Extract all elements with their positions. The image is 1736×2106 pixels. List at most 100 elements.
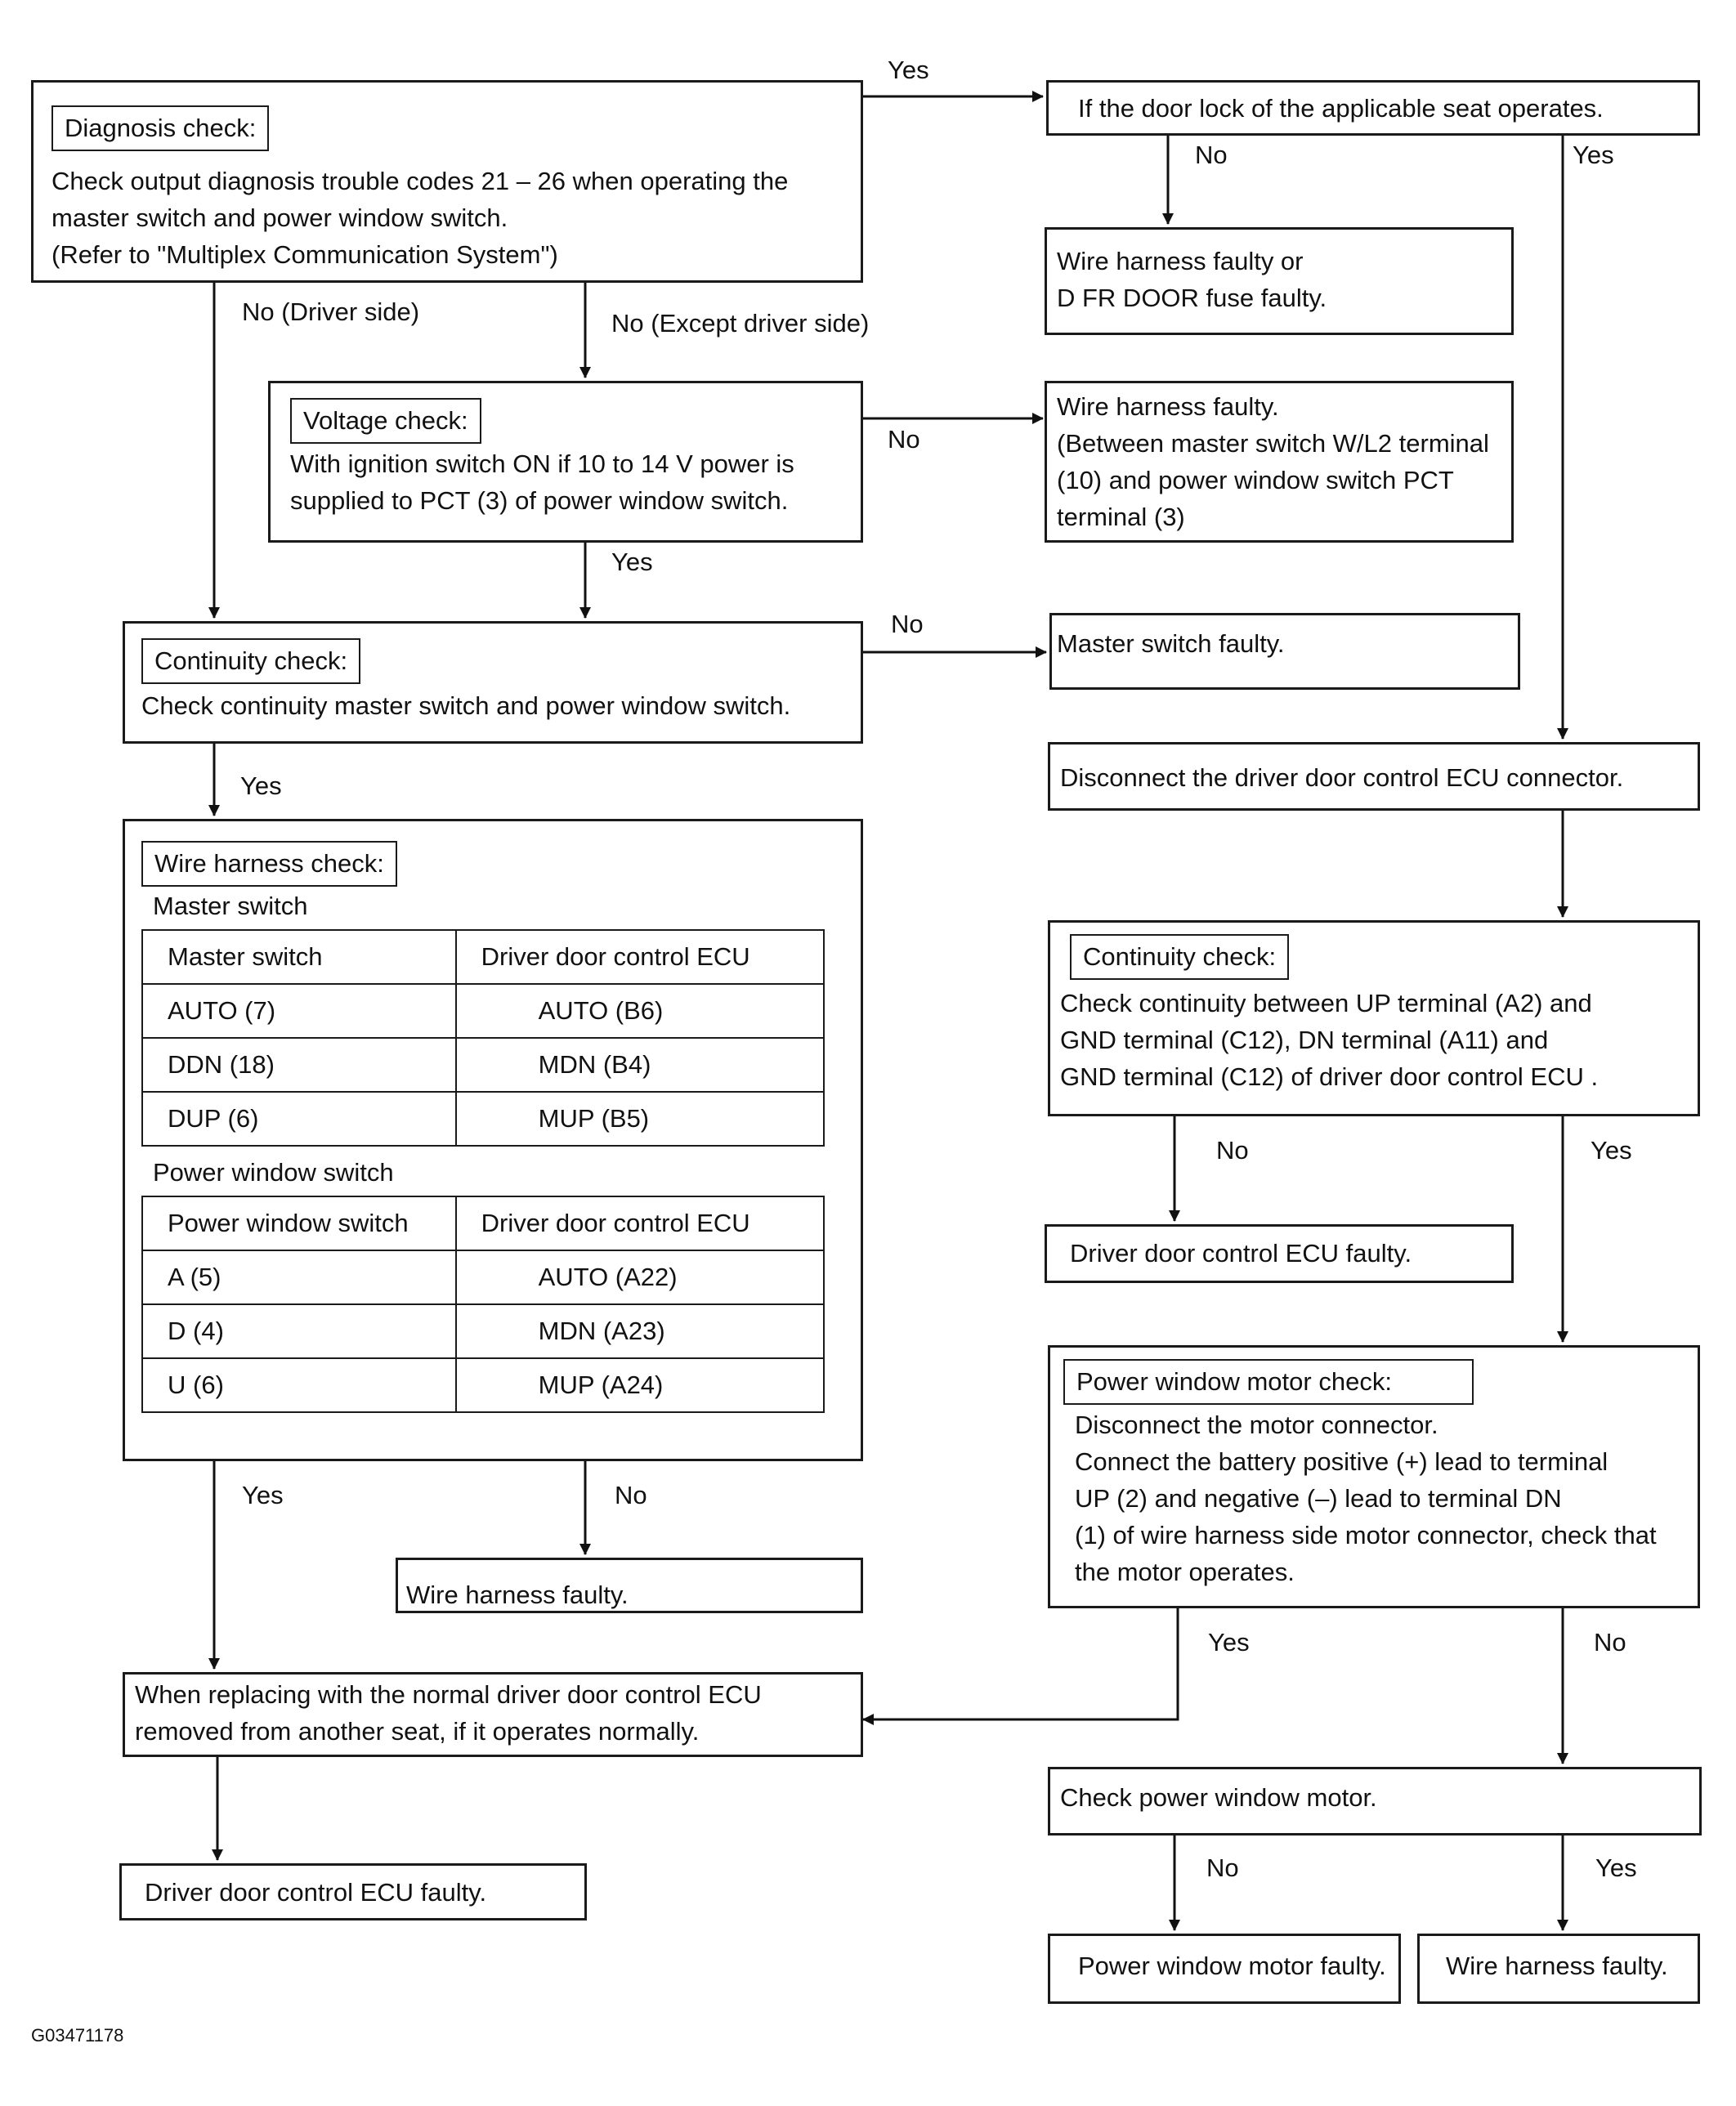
motor-check-line-3: UP (2) and negative (–) lead to terminal… xyxy=(1075,1484,1562,1513)
continuity-check-1-box: Continuity check: Check continuity maste… xyxy=(123,621,863,744)
replace-ecu-box: When replacing with the normal driver do… xyxy=(123,1672,863,1757)
door-lock-text: If the door lock of the applicable seat … xyxy=(1078,94,1604,123)
master-switch-fault-box: Master switch faulty. xyxy=(1049,613,1520,690)
fuse-fault-box: Wire harness faulty or D FR DOOR fuse fa… xyxy=(1045,227,1514,335)
pw-row-2-left: D (4) xyxy=(141,1303,457,1359)
label-no-continuity-2: No xyxy=(1216,1136,1249,1165)
voltage-check-box: Voltage check: With ignition switch ON i… xyxy=(268,381,863,543)
motor-check-title: Power window motor check: xyxy=(1063,1359,1474,1405)
voltage-check-title: Voltage check: xyxy=(290,398,481,444)
replace-ecu-line-2: removed from another seat, if it operate… xyxy=(135,1717,700,1746)
disconnect-ecu-box: Disconnect the driver door control ECU c… xyxy=(1048,742,1700,811)
diagnosis-check-title: Diagnosis check: xyxy=(51,105,270,151)
pw-row-2-right: MDN (A23) xyxy=(454,1303,825,1359)
power-window-motor-check-box: Power window motor check: Disconnect the… xyxy=(1048,1345,1700,1608)
continuity-2-line-1: Check continuity between UP terminal (A2… xyxy=(1060,989,1592,1017)
continuity-1-line-1: Check continuity master switch and power… xyxy=(141,691,791,720)
replace-ecu-line-1: When replacing with the normal driver do… xyxy=(135,1680,762,1709)
motor-check-line-1: Disconnect the motor connector. xyxy=(1075,1411,1438,1439)
motor-check-line-4: (1) of wire harness side motor connector… xyxy=(1075,1521,1657,1549)
label-yes-top: Yes xyxy=(888,56,929,84)
harness-fault-1-line-2: (Between master switch W/L2 terminal xyxy=(1057,429,1489,458)
label-no-door: No xyxy=(1195,141,1228,169)
harness-fault-1-line-4: terminal (3) xyxy=(1057,503,1185,531)
check-power-window-motor-box: Check power window motor. xyxy=(1048,1767,1702,1835)
harness-fault-1-line-3: (10) and power window switch PCT xyxy=(1057,466,1454,494)
door-lock-box: If the door lock of the applicable seat … xyxy=(1046,80,1700,136)
diagnosis-check-box: Diagnosis check: Check output diagnosis … xyxy=(31,80,863,283)
power-window-switch-table: Power window switch Driver door control … xyxy=(141,1196,825,1413)
harness-fault-2-text: Wire harness faulty. xyxy=(406,1581,629,1609)
label-yes-continuity-1: Yes xyxy=(240,771,282,800)
fuse-fault-line-2: D FR DOOR fuse faulty. xyxy=(1057,284,1327,312)
label-yes-voltage: Yes xyxy=(611,548,653,576)
label-no-except-driver: No (Except driver side) xyxy=(611,309,870,338)
ecu-fault-2-box: Driver door control ECU faulty. xyxy=(119,1863,587,1920)
pw-row-1-right: AUTO (A22) xyxy=(454,1250,825,1305)
pw-row-3-right: MUP (A24) xyxy=(454,1357,825,1413)
check-motor-text: Check power window motor. xyxy=(1060,1783,1377,1812)
continuity-check-1-title: Continuity check: xyxy=(141,638,361,684)
master-switch-table: Master switch Driver door control ECU AU… xyxy=(141,929,825,1147)
continuity-2-line-3: GND terminal (C12) of driver door contro… xyxy=(1060,1062,1599,1091)
motor-check-line-2: Connect the battery positive (+) lead to… xyxy=(1075,1447,1608,1476)
master-row-1-right: AUTO (B6) xyxy=(454,983,825,1039)
master-row-3-left: DUP (6) xyxy=(141,1091,457,1147)
ecu-fault-1-box: Driver door control ECU faulty. xyxy=(1045,1224,1514,1283)
pw-col-header-2: Driver door control ECU xyxy=(454,1196,825,1251)
harness-fault-2-box: Wire harness faulty. xyxy=(396,1558,863,1613)
power-window-switch-heading: Power window switch xyxy=(153,1158,394,1187)
pw-col-header-1: Power window switch xyxy=(141,1196,457,1251)
master-col-header-2: Driver door control ECU xyxy=(454,929,825,985)
arrow-motor-yes xyxy=(862,1608,1179,1725)
motor-fault-text: Power window motor faulty. xyxy=(1078,1952,1386,1980)
label-no-continuity-1: No xyxy=(891,610,924,638)
ecu-fault-1-text: Driver door control ECU faulty. xyxy=(1070,1239,1412,1268)
master-row-2-left: DDN (18) xyxy=(141,1037,457,1093)
master-fault-text: Master switch faulty. xyxy=(1057,629,1285,658)
master-col-header-1: Master switch xyxy=(141,929,457,985)
master-switch-heading: Master switch xyxy=(153,892,308,920)
table-row: AUTO (7) AUTO (B6) xyxy=(141,983,825,1039)
label-no-check-motor: No xyxy=(1206,1853,1239,1882)
label-yes-continuity-2: Yes xyxy=(1591,1136,1632,1165)
label-yes-harness: Yes xyxy=(242,1481,284,1509)
ecu-fault-2-text: Driver door control ECU faulty. xyxy=(145,1878,487,1907)
continuity-2-line-2: GND terminal (C12), DN terminal (A11) an… xyxy=(1060,1026,1549,1054)
table-row: DUP (6) MUP (B5) xyxy=(141,1091,825,1147)
label-no-driver-side: No (Driver side) xyxy=(242,297,420,326)
label-no-harness: No xyxy=(615,1481,647,1509)
label-yes-door: Yes xyxy=(1573,141,1614,169)
pw-row-1-left: A (5) xyxy=(141,1250,457,1305)
master-row-3-right: MUP (B5) xyxy=(454,1091,825,1147)
diagnosis-line-2: master switch and power window switch. xyxy=(51,203,508,232)
table-row: A (5) AUTO (A22) xyxy=(141,1250,825,1305)
motor-check-line-5: the motor operates. xyxy=(1075,1558,1295,1586)
figure-code: G03471178 xyxy=(31,2025,124,2046)
voltage-line-1: With ignition switch ON if 10 to 14 V po… xyxy=(290,449,794,478)
harness-fault-3-box: Wire harness faulty. xyxy=(1417,1934,1700,2004)
voltage-line-2: supplied to PCT (3) of power window swit… xyxy=(290,486,789,515)
label-yes-check-motor: Yes xyxy=(1595,1853,1637,1882)
power-window-motor-fault-box: Power window motor faulty. xyxy=(1048,1934,1401,2004)
harness-fault-1-line-1: Wire harness faulty. xyxy=(1057,392,1279,421)
wire-harness-check-title: Wire harness check: xyxy=(141,841,397,887)
pw-row-3-left: U (6) xyxy=(141,1357,457,1413)
label-yes-motor: Yes xyxy=(1208,1628,1250,1657)
harness-fault-3-text: Wire harness faulty. xyxy=(1446,1952,1668,1980)
wire-harness-check-box: Wire harness check: Master switch Master… xyxy=(123,819,863,1461)
disconnect-ecu-text: Disconnect the driver door control ECU c… xyxy=(1060,763,1624,792)
table-row: Power window switch Driver door control … xyxy=(141,1196,825,1251)
table-row: U (6) MUP (A24) xyxy=(141,1357,825,1413)
master-row-2-right: MDN (B4) xyxy=(454,1037,825,1093)
diagnosis-line-3: (Refer to "Multiplex Communication Syste… xyxy=(51,240,558,269)
diagnosis-line-1: Check output diagnosis trouble codes 21 … xyxy=(51,167,789,195)
label-no-voltage: No xyxy=(888,425,920,454)
table-row: DDN (18) MDN (B4) xyxy=(141,1037,825,1093)
label-no-motor: No xyxy=(1594,1628,1626,1657)
fuse-fault-line-1: Wire harness faulty or xyxy=(1057,247,1304,275)
table-row: D (4) MDN (A23) xyxy=(141,1303,825,1359)
harness-fault-1-box: Wire harness faulty. (Between master swi… xyxy=(1045,381,1514,543)
table-row: Master switch Driver door control ECU xyxy=(141,929,825,985)
